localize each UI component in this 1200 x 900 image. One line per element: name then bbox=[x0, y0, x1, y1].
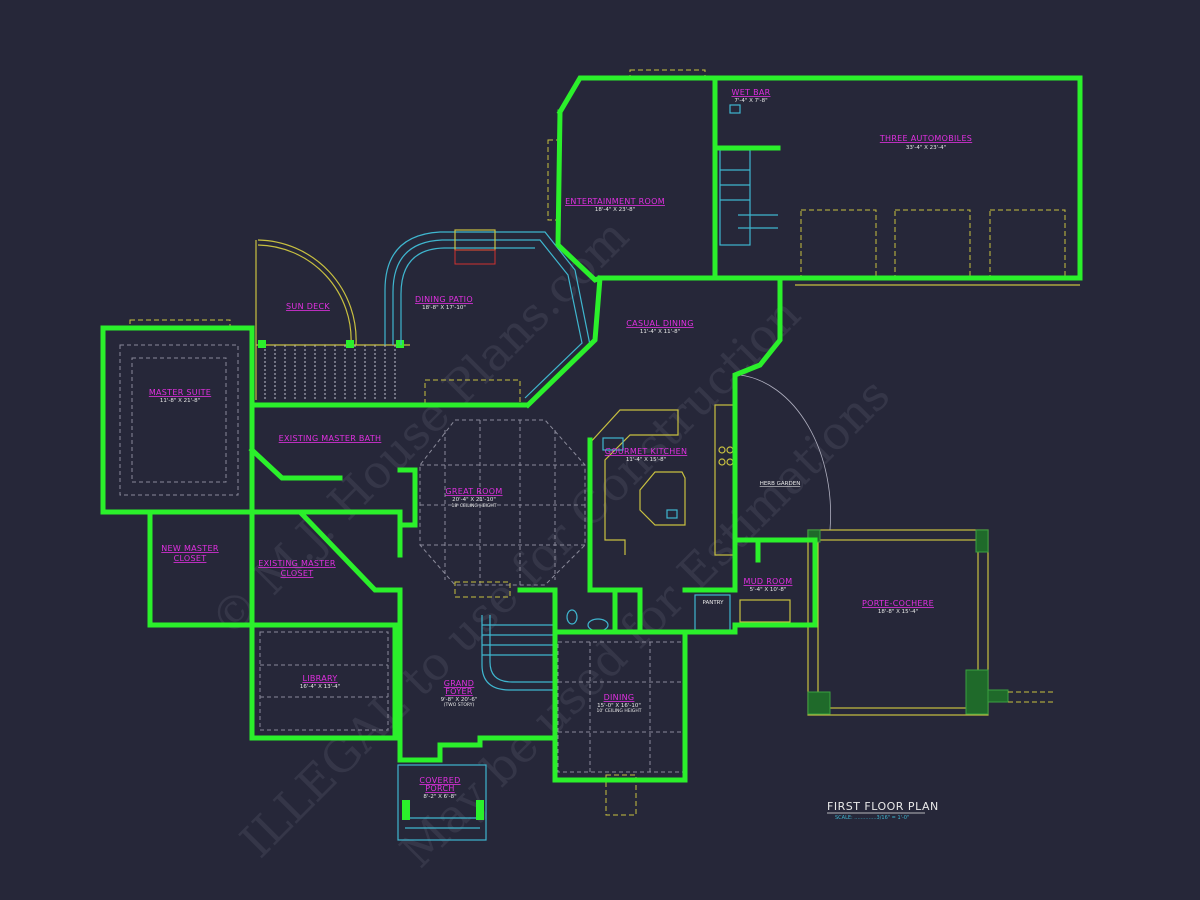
room-sun-deck: SUN DECK bbox=[286, 302, 330, 311]
room-garage: THREE AUTOMOBILES bbox=[879, 134, 972, 143]
stairs bbox=[397, 149, 778, 841]
room-note: 18' CEILING HEIGHT bbox=[452, 503, 497, 509]
windows bbox=[129, 69, 706, 816]
room-name-line2: FOYER bbox=[445, 687, 473, 696]
room-dim: 20'-4" X 21'-10" bbox=[452, 497, 496, 503]
ceiling-lines bbox=[119, 344, 684, 773]
room-dim: 16'-4" X 13'-4" bbox=[300, 684, 340, 690]
room-dim: 11'-8" X 21'-8" bbox=[160, 398, 200, 404]
room-dim: 5'-4" X 10'-8" bbox=[750, 587, 787, 593]
room-covered-porch: COVERED bbox=[419, 776, 460, 785]
room-grand-foyer: GRAND bbox=[444, 679, 475, 688]
room-dim: 18'-8" X 15'-4" bbox=[878, 609, 918, 615]
room-labels: WET BAR 7'-4" X 7'-8" THREE AUTOMOBILES … bbox=[149, 88, 972, 800]
room-casual-dining: CASUAL DINING bbox=[626, 319, 693, 328]
room-dim: 33'-4" X 23'-4" bbox=[906, 145, 946, 151]
room-name-line2: CLOSET bbox=[281, 569, 314, 578]
room-wet-bar: WET BAR bbox=[731, 88, 770, 97]
room-pantry: PANTRY bbox=[702, 600, 724, 606]
room-dim: 18'-8" X 17'-10" bbox=[422, 305, 466, 311]
room-porte-cochere: PORTE-COCHERE bbox=[862, 599, 934, 608]
porte-cochere-structure bbox=[807, 529, 1055, 716]
room-master-bath: EXISTING MASTER BATH bbox=[279, 434, 382, 443]
plan-title-block: FIRST FLOOR PLAN SCALE: ..............3/… bbox=[827, 800, 939, 821]
plan-title: FIRST FLOOR PLAN bbox=[827, 800, 939, 813]
room-dim: 11'-4" X 11'-8" bbox=[640, 329, 680, 335]
room-great-room: GREAT ROOM bbox=[445, 487, 502, 496]
room-dining-patio: DINING PATIO bbox=[415, 295, 473, 304]
room-dim: 8'-2" X 6'-8" bbox=[423, 794, 456, 800]
plan-scale: SCALE: ..............3/16" = 1'-0" bbox=[835, 815, 909, 821]
room-new-closet: NEW MASTER bbox=[161, 544, 219, 553]
room-kitchen: GOURMET KITCHEN bbox=[605, 447, 687, 456]
svg-text:© M.J. House Plans.com: © M.J. House Plans.com bbox=[200, 208, 639, 647]
room-library: LIBRARY bbox=[302, 674, 337, 683]
room-dim: 11'-4" X 15'-8" bbox=[626, 457, 666, 463]
room-mud-room: MUD ROOM bbox=[744, 577, 793, 586]
walls bbox=[100, 75, 1083, 820]
garage-doors bbox=[795, 209, 1080, 286]
room-entertainment: ENTERTAINMENT ROOM bbox=[565, 197, 665, 206]
room-dim: 7'-4" X 7'-8" bbox=[734, 98, 767, 104]
room-dim: 15'-0" X 16'-10" bbox=[597, 703, 641, 709]
dining-patio bbox=[384, 229, 591, 403]
room-master-suite: MASTER SUITE bbox=[149, 388, 211, 397]
room-dim: 9'-8" X 20'-6" bbox=[441, 697, 478, 703]
sun-deck bbox=[255, 239, 410, 400]
room-herb-garden: HERB GARDEN bbox=[760, 481, 801, 487]
room-note: (TWO STORY) bbox=[444, 702, 475, 708]
room-dining: DINING bbox=[604, 693, 635, 702]
room-name-line2: PORCH bbox=[425, 784, 454, 793]
room-note: 10' CEILING HEIGHT bbox=[597, 708, 642, 714]
room-existing-closet: EXISTING MASTER bbox=[258, 559, 336, 568]
room-name-line2: CLOSET bbox=[174, 554, 207, 563]
room-dim: 18'-4" X 23'-8" bbox=[595, 207, 635, 213]
